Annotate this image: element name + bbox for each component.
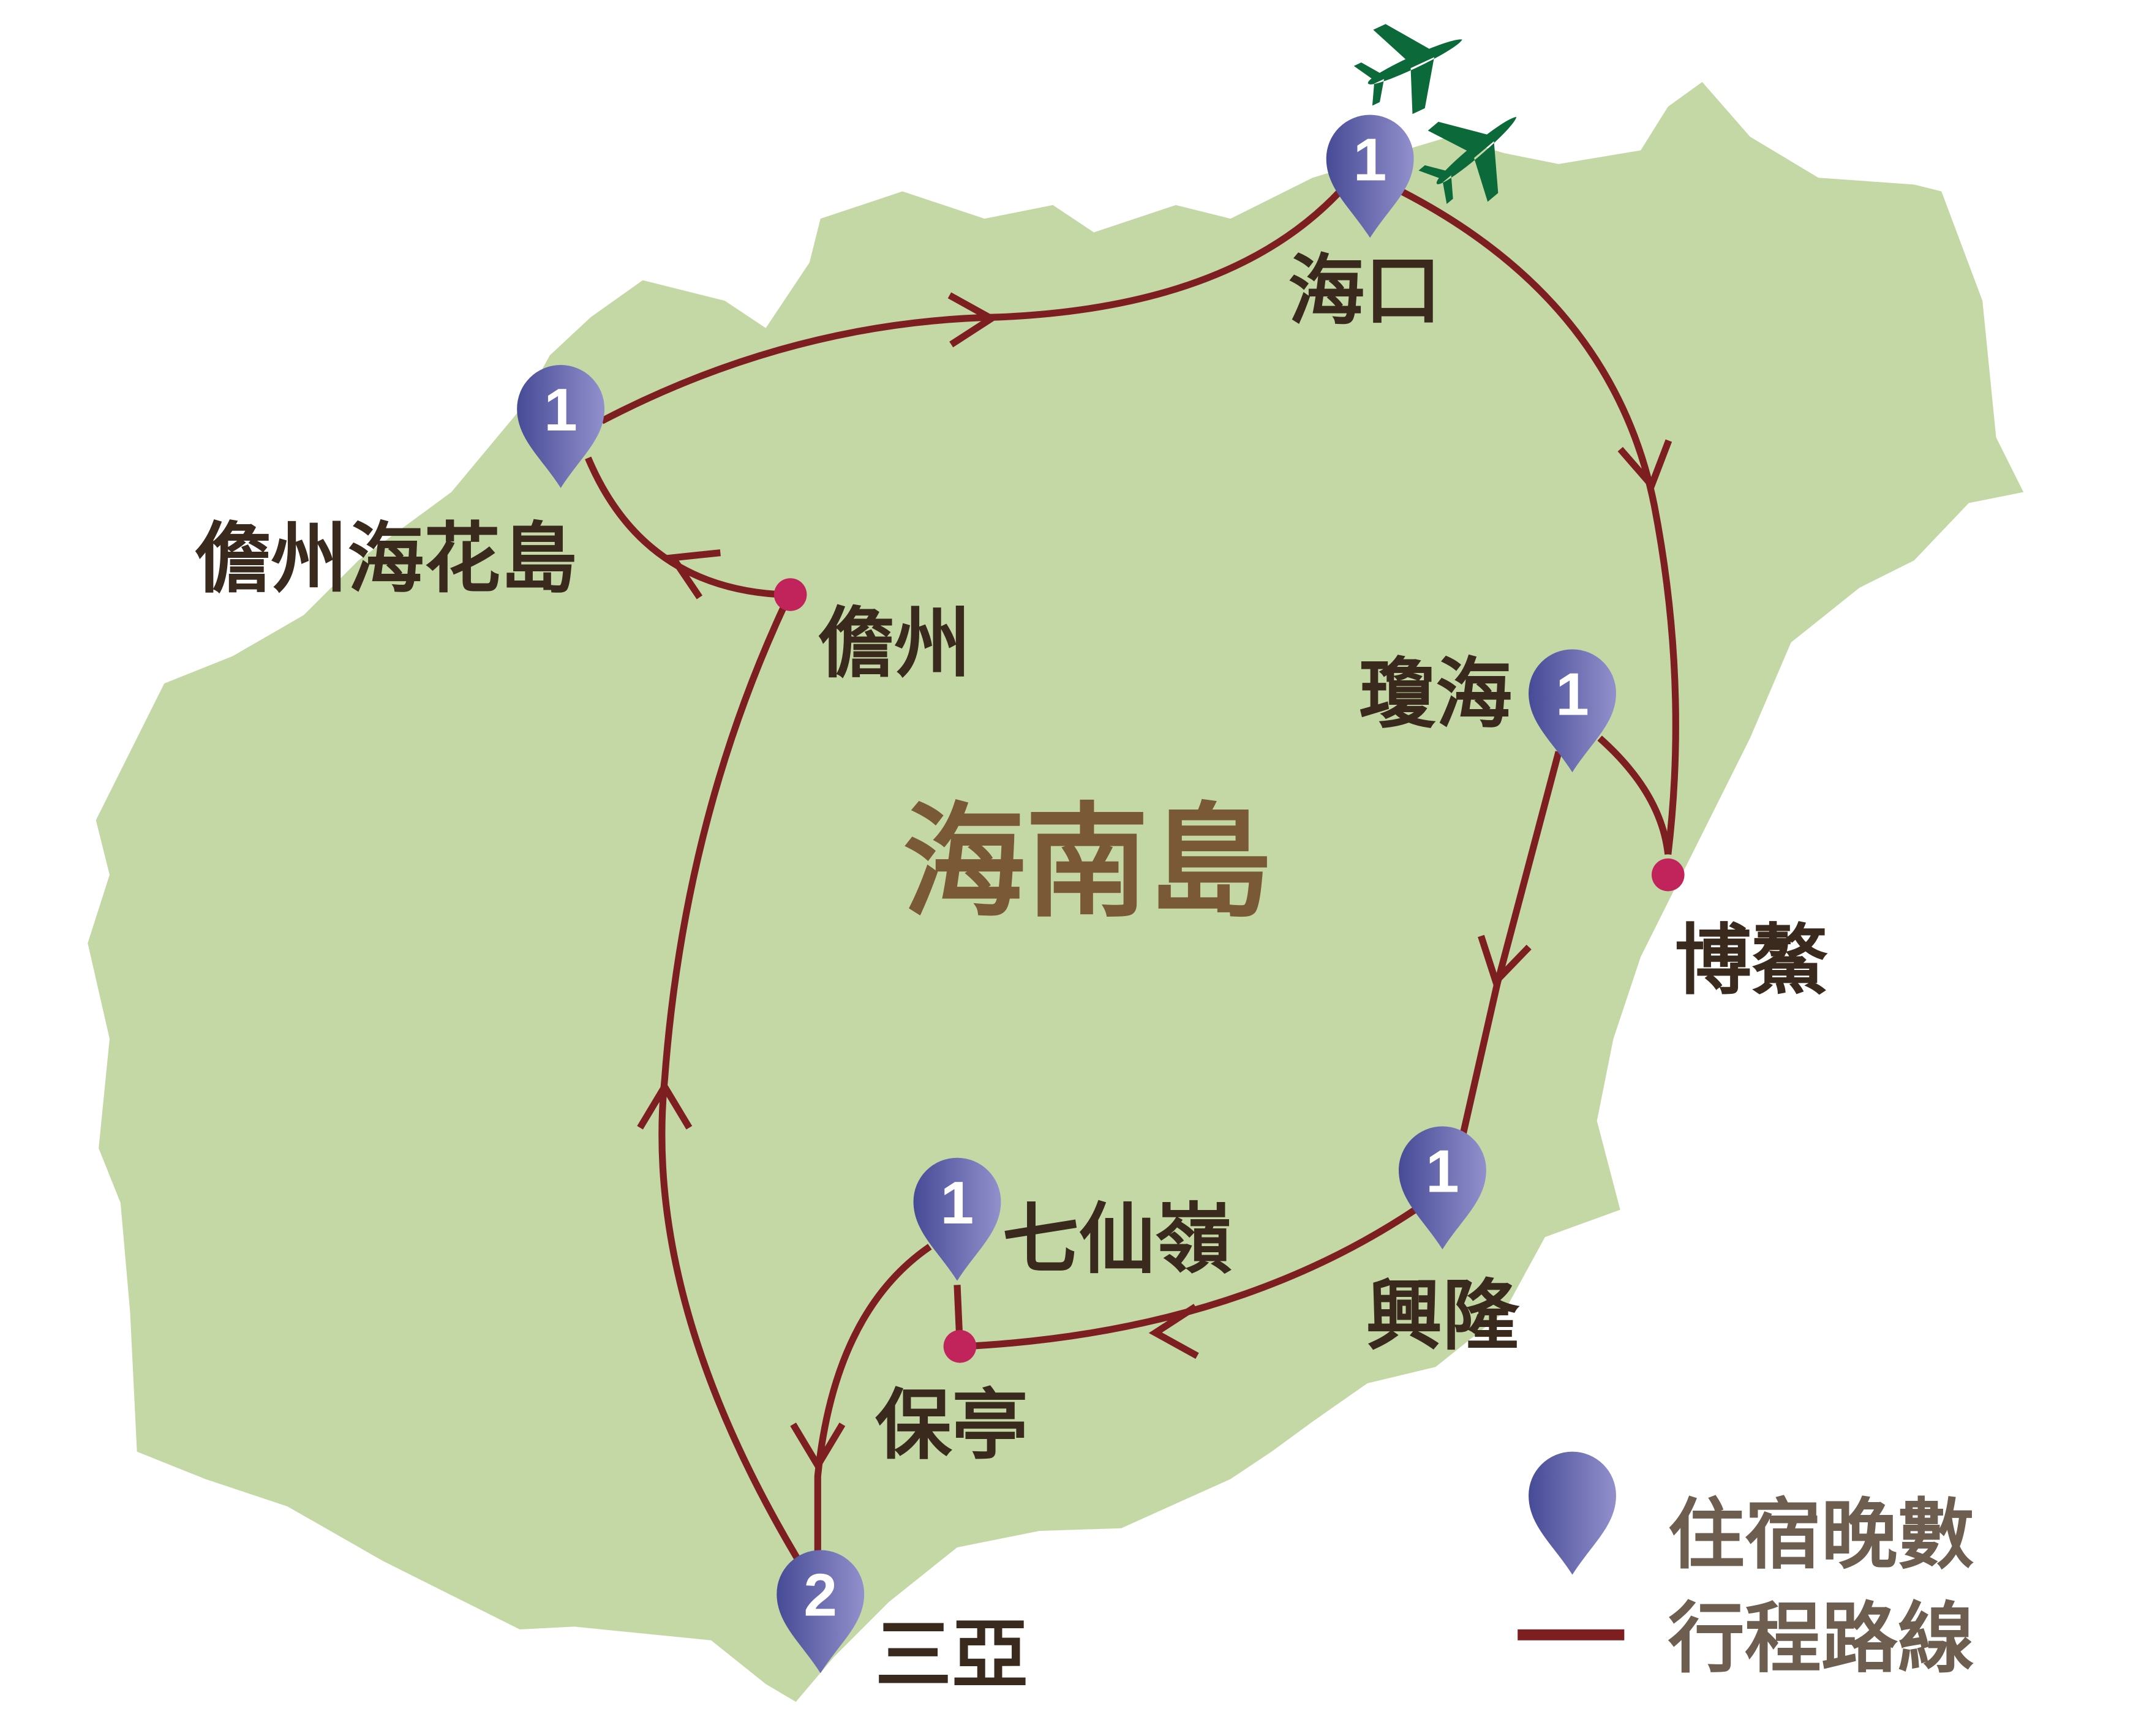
map-pin-icon bbox=[1529, 649, 1616, 773]
direction-arrow-icon bbox=[790, 1422, 846, 1472]
nights-count: 1 bbox=[1555, 660, 1589, 727]
waypoint-label: 保亭 bbox=[875, 1381, 1028, 1470]
stop-marker[interactable]: 1 bbox=[1326, 115, 1414, 238]
nights-count: 1 bbox=[1426, 1138, 1459, 1205]
stop-label: 七仙嶺 bbox=[1002, 1195, 1232, 1284]
route-qionghai-boao bbox=[1597, 735, 1672, 855]
legend-route-label: 行程路線 bbox=[1668, 1595, 1974, 1683]
route-haikou-boao bbox=[1399, 188, 1679, 855]
island-land bbox=[88, 81, 2024, 1702]
stop-marker[interactable]: 1 bbox=[1529, 649, 1616, 773]
stop-marker[interactable]: 1 bbox=[913, 1157, 1001, 1281]
route-danzhou-haihua bbox=[585, 456, 783, 598]
waypoint-label: 博鰲 bbox=[1675, 917, 1828, 1005]
route-lines bbox=[585, 188, 1679, 1560]
map-title: 海南島 bbox=[903, 792, 1272, 934]
map-pin-icon bbox=[1326, 115, 1414, 238]
airplane-icon bbox=[1418, 117, 1517, 205]
stop-marker[interactable]: 1 bbox=[1399, 1126, 1486, 1250]
waypoint-label: 儋州 bbox=[818, 599, 971, 688]
direction-arrow-icon bbox=[947, 292, 998, 348]
route-haihua-haikou bbox=[600, 189, 1343, 424]
legend-nights-label: 住宿晚數 bbox=[1668, 1490, 1974, 1579]
direction-arrow-icon bbox=[666, 549, 721, 599]
nights-count: 1 bbox=[1353, 126, 1387, 194]
route-xinglong-baoting bbox=[963, 1206, 1417, 1350]
direction-arrow-icon bbox=[1617, 439, 1672, 492]
stop-label: 海口 bbox=[1288, 247, 1441, 336]
nights-count: 1 bbox=[941, 1169, 974, 1236]
stop-marker[interactable]: 1 bbox=[517, 365, 605, 488]
map-pin-icon bbox=[1399, 1126, 1486, 1250]
waypoint-dot[interactable] bbox=[773, 578, 807, 611]
route-qixianling-sanya bbox=[814, 1244, 932, 1558]
stop-label: 儋州海花島 bbox=[194, 514, 577, 603]
legend-pin-icon bbox=[1529, 1451, 1616, 1575]
legend: 住宿晚數 行程路線 bbox=[1518, 1451, 1974, 1683]
airplane-icon bbox=[1353, 24, 1462, 115]
map-pin-icon bbox=[913, 1157, 1001, 1281]
route-sanya-danzhou bbox=[658, 599, 800, 1560]
stop-label: 興隆 bbox=[1366, 1272, 1520, 1361]
nights-count: 2 bbox=[803, 1561, 837, 1629]
waypoint-dot[interactable] bbox=[943, 1330, 977, 1363]
stop-label: 瓊海 bbox=[1359, 650, 1512, 738]
map-pin-icon bbox=[517, 365, 605, 488]
direction-arrow-icon bbox=[637, 1080, 693, 1130]
stop-marker[interactable]: 2 bbox=[777, 1550, 865, 1674]
stop-label: 三亞 bbox=[875, 1611, 1028, 1700]
nights-count: 1 bbox=[544, 376, 577, 443]
waypoint-dot[interactable] bbox=[1651, 858, 1685, 892]
map-pin-icon bbox=[777, 1550, 865, 1674]
direction-arrow-icon bbox=[1478, 934, 1532, 988]
direction-arrow-icon bbox=[1148, 1304, 1199, 1359]
